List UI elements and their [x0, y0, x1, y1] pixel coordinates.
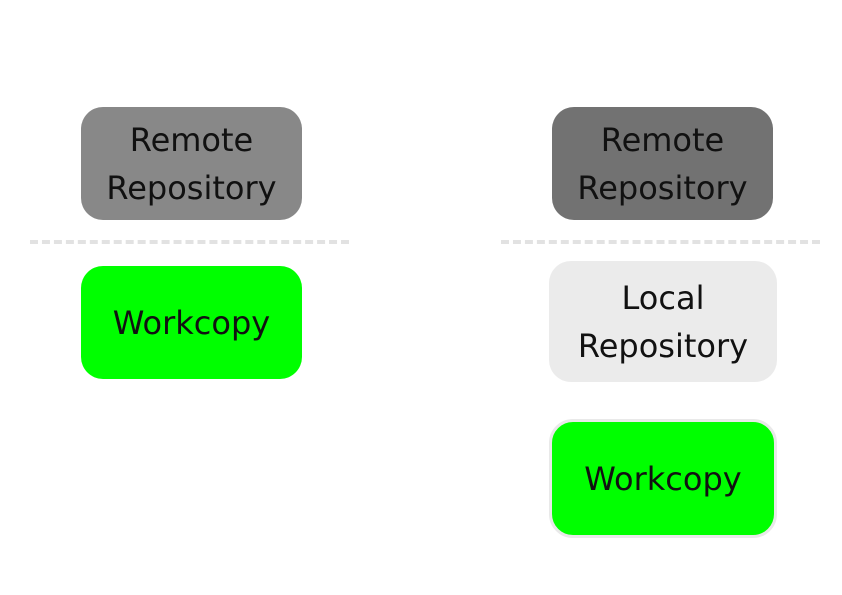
remote-repository-box-left: Remote Repository	[81, 107, 302, 220]
remote-repository-box-right: Remote Repository	[552, 107, 773, 220]
divider-right	[501, 240, 820, 244]
local-repository-box-right: Local Repository	[549, 261, 777, 382]
workcopy-box-right: Workcopy	[549, 419, 777, 538]
divider-left	[30, 240, 349, 244]
workcopy-box-left: Workcopy	[81, 266, 302, 379]
